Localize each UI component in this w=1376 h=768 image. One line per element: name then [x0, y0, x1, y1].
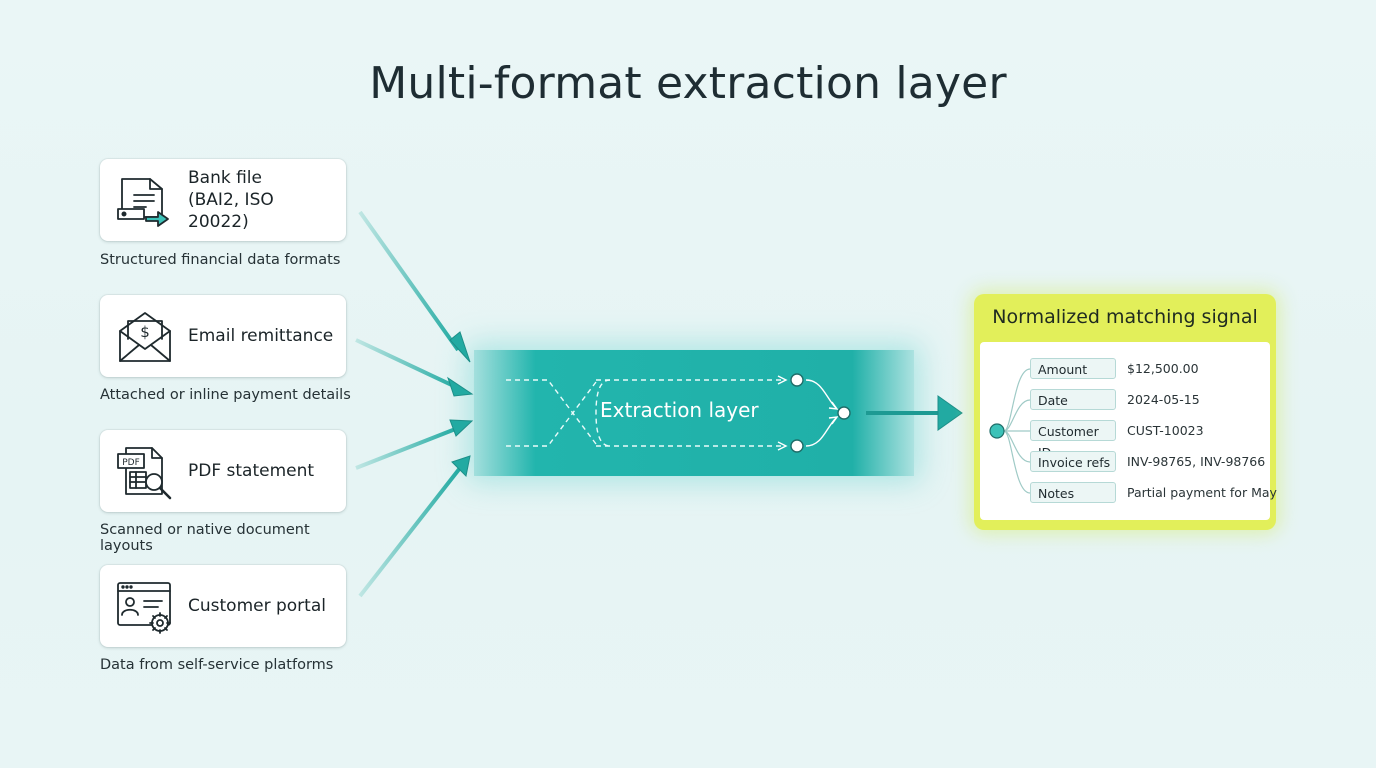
- field-key-customer-id: Customer ID: [1030, 420, 1116, 460]
- incoming-arrow-email: [355, 338, 474, 397]
- node-circle: [790, 373, 804, 387]
- source-card-pdf-statement: PDF PDF statement: [100, 430, 346, 512]
- incoming-arrow-bank-file: [358, 210, 471, 363]
- field-key-invoice-refs: Invoice refs: [1030, 451, 1116, 472]
- incoming-arrow-pdf: [355, 419, 474, 470]
- pdf-search-icon: PDF: [116, 444, 174, 500]
- field-key-notes: Notes: [1030, 482, 1116, 503]
- source-label: Email remittance: [188, 326, 334, 346]
- source-caption: Scanned or native document layouts: [100, 522, 310, 554]
- node-circle: [790, 439, 804, 453]
- source-card-email-remittance: $ Email remittance: [100, 295, 346, 377]
- output-arrow: [866, 395, 963, 431]
- field-value-date: 2024-05-15: [1127, 392, 1200, 407]
- field-value-notes: Partial payment for May: [1127, 485, 1277, 500]
- source-caption: Attached or inline payment details: [100, 387, 351, 403]
- node-circle: [837, 406, 851, 420]
- source-label: PDF statement: [188, 461, 315, 481]
- field-key-amount: Amount: [1030, 358, 1116, 379]
- field-value-invoice-refs: INV-98765, INV-98766: [1127, 454, 1266, 469]
- portal-gear-icon: [116, 579, 174, 635]
- source-card-bank-file: Bank file (BAI2, ISO 20022): [100, 159, 346, 241]
- field-key-date: Date: [1030, 389, 1116, 410]
- field-value-amount: $12,500.00: [1127, 361, 1199, 376]
- source-label: Customer portal: [188, 596, 326, 616]
- svg-text:$: $: [140, 323, 150, 341]
- field-value-customer-id: CUST-10023: [1127, 423, 1204, 438]
- incoming-arrow-portal: [358, 455, 471, 598]
- extraction-dashed-flow: [506, 379, 784, 447]
- source-caption: Structured financial data formats: [100, 252, 341, 268]
- svg-text:PDF: PDF: [122, 458, 140, 468]
- page-title: Multi-format extraction layer: [369, 58, 1007, 109]
- signal-title: Normalized matching signal: [992, 306, 1258, 328]
- email-dollar-icon: $: [116, 309, 174, 365]
- extraction-layer-label: Extraction layer: [600, 398, 759, 422]
- bank-file-icon: [116, 173, 174, 229]
- source-card-customer-portal: Customer portal: [100, 565, 346, 647]
- source-caption: Data from self-service platforms: [100, 657, 334, 673]
- source-label: Bank file (BAI2, ISO 20022): [188, 168, 274, 232]
